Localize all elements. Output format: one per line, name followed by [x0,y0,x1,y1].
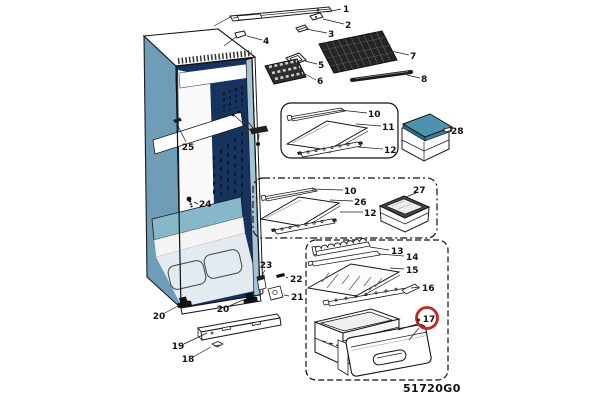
refrigerator-cabinet [142,28,264,315]
part-6-control-panel: 6 [264,58,323,87]
group-box-c-border [305,239,449,381]
part-10b-shelf-rail: 10 [260,187,357,202]
part-7-condenser-grid: 7 [318,30,416,74]
diagram-code: 51720G0 [403,382,461,395]
part-10a-shelf-rail: 10 [286,107,381,122]
part-label-2: 2 [345,21,351,31]
part-label-5: 5 [318,61,324,71]
part-20-feet-labels: 20 20 [153,299,244,322]
part-label-23: 23 [260,261,273,271]
part-12b-front-trim: 12 [271,209,377,235]
part-26-glass-shelf: 26 [259,196,367,230]
part-label-11: 11 [382,123,395,133]
back-vent-slots [213,132,243,197]
part-label-27: 27 [413,186,426,196]
top-front-ridged-trim [177,50,253,64]
thermostat-bracket [231,110,269,146]
part-27-bin: 27 [378,186,431,233]
shelf-group-box-b: 10 26 12 27 [252,177,438,239]
part-label-15: 15 [406,266,419,276]
part-label-8: 8 [421,75,427,85]
part-2-latch: 2 [309,12,351,31]
part-label-16: 16 [422,284,435,294]
part-label-10b: 10 [344,187,357,197]
floor-recess-left [167,260,207,290]
part-label-19: 19 [172,342,185,352]
part-label-20b: 20 [217,305,230,315]
part-21-lower-hinge: 21 [267,285,304,303]
part-label-28: 28 [451,127,464,137]
part-label-21: 21 [291,293,304,303]
group-box-a-border [280,102,399,159]
part-28-container: 28 [401,113,464,162]
part-13-bottle-rack: 13 [311,238,404,257]
highlight-circle-17[interactable]: 17 [397,306,439,341]
shelf-group-box-c: 13 14 15 16 [305,238,449,381]
part-label-12a: 12 [384,146,397,156]
part-label-7: 7 [410,52,416,62]
shelf-group-box-a: 10 11 12 [280,102,399,159]
part-label-22: 22 [290,275,303,285]
part-label-1: 1 [343,5,349,15]
part-23-hinge-bracket: 23 [256,261,273,291]
part-label-14: 14 [406,253,419,263]
part-3-clip: 3 [295,24,334,40]
part-label-12b: 12 [364,209,377,219]
part-label-17: 17 [423,315,436,325]
part-label-18: 18 [182,355,195,365]
part-1-top-rail: 1 [213,5,349,27]
part-label-6: 6 [317,77,323,87]
highlight-ring [415,306,439,330]
part-22-hinge-pin: 22 [276,273,303,285]
part-14-rack-tray: 14 [307,250,419,267]
part-label-10a: 10 [368,110,381,120]
freezer-divider-shelf [152,111,244,155]
part-16-shelf-front-trim: 16 [322,283,435,307]
part-12a-front-trim: 12 [297,141,397,158]
front-left-foot [177,296,192,308]
part-label-4: 4 [263,37,269,47]
part-17-crisper-drawer[interactable] [313,308,432,377]
part-15-glass-shelf: 15 [306,263,419,300]
part-label-26: 26 [354,198,367,208]
part-25-divider-bracket: 25 [173,117,195,153]
front-right-foot [243,292,258,304]
part-8-heater-rod: 8 [350,70,427,85]
part-label-13: 13 [391,247,404,257]
part-18-plinth-clip: 18 [182,341,224,365]
part-19-plinth: 19 [172,313,282,352]
part-label-20a: 20 [153,312,166,322]
part-label-25: 25 [182,143,195,153]
part-4-cap: 4 [223,30,269,47]
part-label-3: 3 [328,30,334,40]
group-box-b-border [252,177,438,239]
part-24-screw: 24 [186,196,212,210]
part-label-24: 24 [199,200,212,210]
floor-recess-right [203,249,243,279]
cabinet-bottom-skirt [180,294,262,315]
